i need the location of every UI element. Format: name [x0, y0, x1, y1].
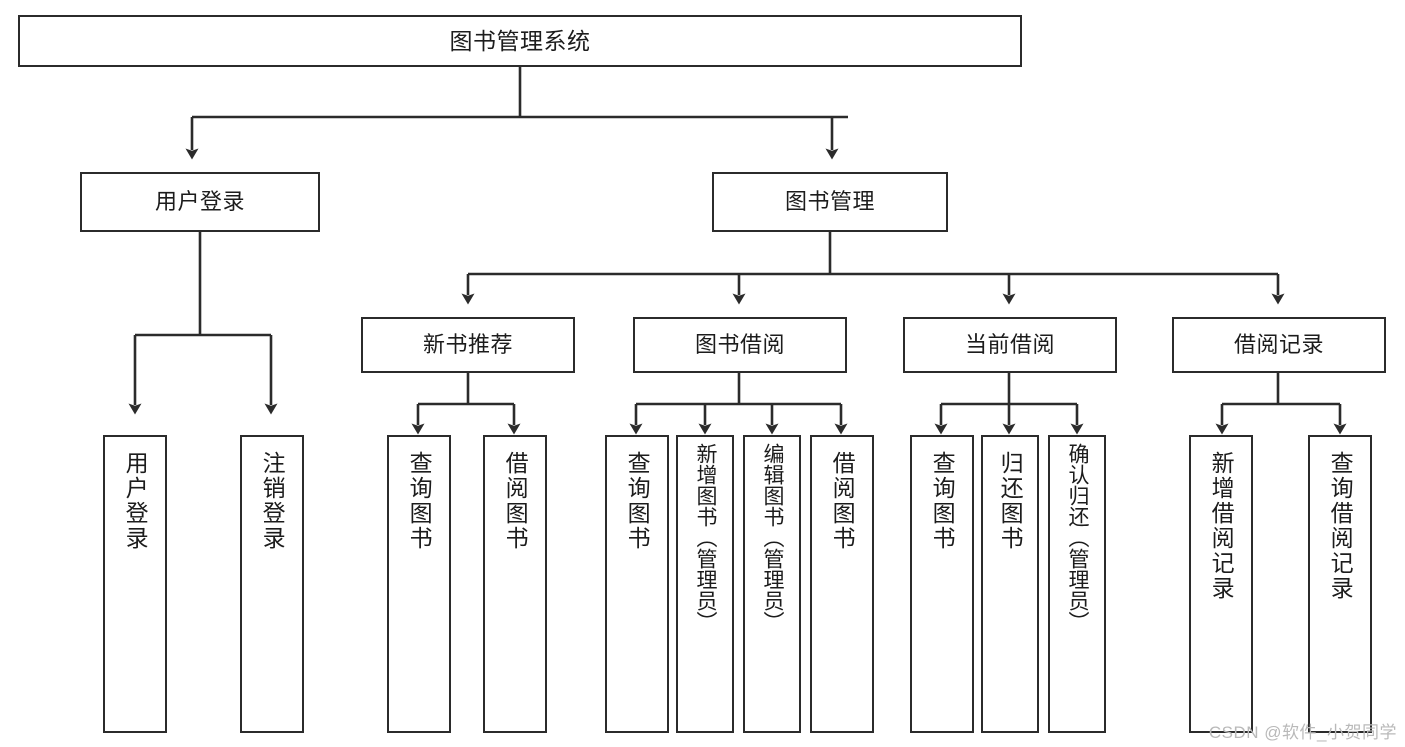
node-leaf-query-book-1[interactable]: 查询图书 — [387, 435, 451, 733]
node-leaf-user-login[interactable]: 用户登录 — [103, 435, 167, 733]
node-leaf-add-borrow-record-label: 新增借阅记录 — [1208, 451, 1235, 601]
node-leaf-borrow-book-2-label: 借阅图书 — [829, 451, 856, 551]
node-leaf-logout-login-label: 注销登录 — [259, 451, 286, 551]
node-leaf-borrow-book-1-label: 借阅图书 — [502, 451, 529, 551]
node-leaf-edit-book-admin-label: 编辑图书（管理员） — [761, 443, 785, 632]
node-root-label: 图书管理系统 — [449, 27, 591, 54]
node-current-borrow-label: 当前借阅 — [964, 331, 1055, 357]
node-leaf-logout-login[interactable]: 注销登录 — [240, 435, 304, 733]
node-leaf-add-borrow-record[interactable]: 新增借阅记录 — [1189, 435, 1253, 733]
node-leaf-edit-book-admin[interactable]: 编辑图书（管理员） — [743, 435, 801, 733]
node-leaf-query-book-1-label: 查询图书 — [406, 451, 433, 551]
node-user-login[interactable]: 用户登录 — [80, 172, 320, 232]
node-book-borrow[interactable]: 图书借阅 — [633, 317, 847, 373]
node-leaf-query-book-3-label: 查询图书 — [929, 451, 956, 551]
node-leaf-add-book-admin-label: 新增图书（管理员） — [694, 443, 718, 632]
node-leaf-borrow-book-2[interactable]: 借阅图书 — [810, 435, 874, 733]
node-book-manage-label: 图书管理 — [784, 188, 875, 214]
node-leaf-query-book-2-label: 查询图书 — [624, 451, 651, 551]
node-leaf-query-book-3[interactable]: 查询图书 — [910, 435, 974, 733]
node-book-borrow-label: 图书借阅 — [694, 331, 785, 357]
node-new-book-recommend[interactable]: 新书推荐 — [361, 317, 575, 373]
node-user-login-label: 用户登录 — [154, 188, 245, 214]
node-book-manage[interactable]: 图书管理 — [712, 172, 948, 232]
node-borrow-record-label: 借阅记录 — [1233, 331, 1324, 357]
watermark: CSDN @软件_小贺同学 — [1208, 723, 1397, 742]
node-leaf-return-book-label: 归还图书 — [997, 451, 1024, 551]
node-leaf-query-borrow-record-label: 查询借阅记录 — [1327, 451, 1354, 601]
node-leaf-return-book[interactable]: 归还图书 — [981, 435, 1039, 733]
node-leaf-query-book-2[interactable]: 查询图书 — [605, 435, 669, 733]
node-current-borrow[interactable]: 当前借阅 — [903, 317, 1117, 373]
node-leaf-borrow-book-1[interactable]: 借阅图书 — [483, 435, 547, 733]
node-leaf-confirm-return-admin-label: 确认归还（管理员） — [1066, 443, 1090, 632]
node-new-book-recommend-label: 新书推荐 — [422, 331, 513, 357]
node-leaf-query-borrow-record[interactable]: 查询借阅记录 — [1308, 435, 1372, 733]
node-leaf-user-login-label: 用户登录 — [122, 451, 149, 551]
node-root[interactable]: 图书管理系统 — [18, 15, 1022, 67]
node-borrow-record[interactable]: 借阅记录 — [1172, 317, 1386, 373]
node-leaf-add-book-admin[interactable]: 新增图书（管理员） — [676, 435, 734, 733]
node-leaf-confirm-return-admin[interactable]: 确认归还（管理员） — [1048, 435, 1106, 733]
